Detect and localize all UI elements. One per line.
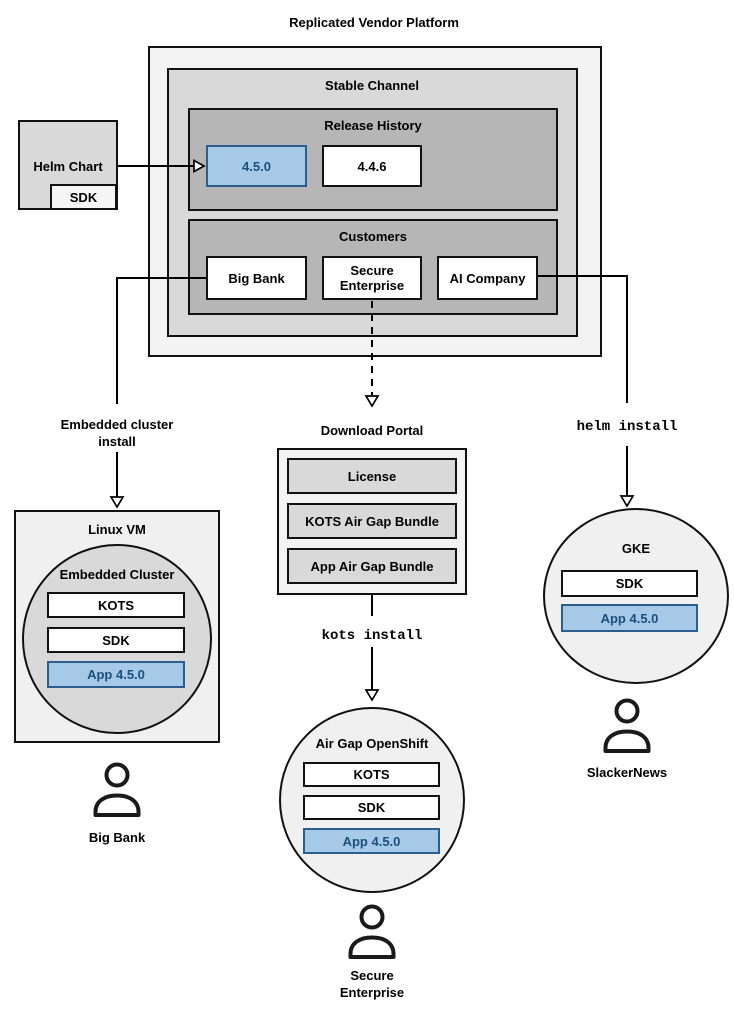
- user-label-big-bank: Big Bank: [88, 830, 146, 845]
- portal-item-app-bundle: App Air Gap Bundle: [287, 548, 457, 584]
- customer-node-secure-enterprise: Secure Enterprise: [322, 256, 422, 300]
- person-icon: [348, 904, 396, 959]
- component-node-kots: KOTS: [303, 762, 440, 787]
- portal-item-kots-bundle: KOTS Air Gap Bundle: [287, 503, 457, 539]
- customer-node-big-bank: Big Bank: [206, 256, 307, 300]
- component-node-sdk: SDK: [561, 570, 698, 597]
- component-node-sdk: SDK: [47, 627, 185, 653]
- arrowhead-icon: [364, 395, 380, 408]
- portal-item-license: License: [287, 458, 457, 494]
- customers-title: Customers: [339, 229, 407, 244]
- helm-chart-title: Helm Chart: [33, 159, 103, 174]
- diagram-title: Replicated Vendor Platform: [289, 15, 459, 30]
- release-history-title: Release History: [324, 118, 422, 133]
- arrowhead-icon: [619, 495, 635, 508]
- release-node-450: 4.5.0: [206, 145, 307, 187]
- component-node-sdk: SDK: [303, 795, 440, 820]
- download-portal-title: Download Portal: [320, 423, 424, 438]
- component-node-kots: KOTS: [47, 592, 185, 618]
- user-label-slackernews: SlackerNews: [586, 765, 668, 780]
- linux-vm-title: Linux VM: [88, 522, 146, 537]
- component-node-app: App 4.5.0: [561, 604, 698, 632]
- helm-install-label: helm install: [576, 419, 678, 435]
- embedded-cluster-install-label: Embedded cluster install: [60, 417, 174, 449]
- embedded-cluster-title: Embedded Cluster: [59, 567, 175, 582]
- gke-title: GKE: [621, 541, 651, 556]
- person-icon: [603, 698, 651, 753]
- component-node-app: App 4.5.0: [303, 828, 440, 854]
- user-label-secure-enterprise: Secure Enterprise: [339, 968, 405, 1000]
- helm-chart-sdk-badge: SDK: [50, 184, 117, 210]
- openshift-title: Air Gap OpenShift: [315, 736, 429, 751]
- stable-channel-title: Stable Channel: [325, 78, 419, 93]
- person-icon: [93, 762, 141, 817]
- component-node-app: App 4.5.0: [47, 661, 185, 688]
- release-node-446: 4.4.6: [322, 145, 422, 187]
- kots-install-label: kots install: [321, 628, 423, 644]
- arrowhead-icon: [364, 689, 380, 702]
- customer-node-ai-company: AI Company: [437, 256, 538, 300]
- arrowhead-icon: [109, 496, 125, 509]
